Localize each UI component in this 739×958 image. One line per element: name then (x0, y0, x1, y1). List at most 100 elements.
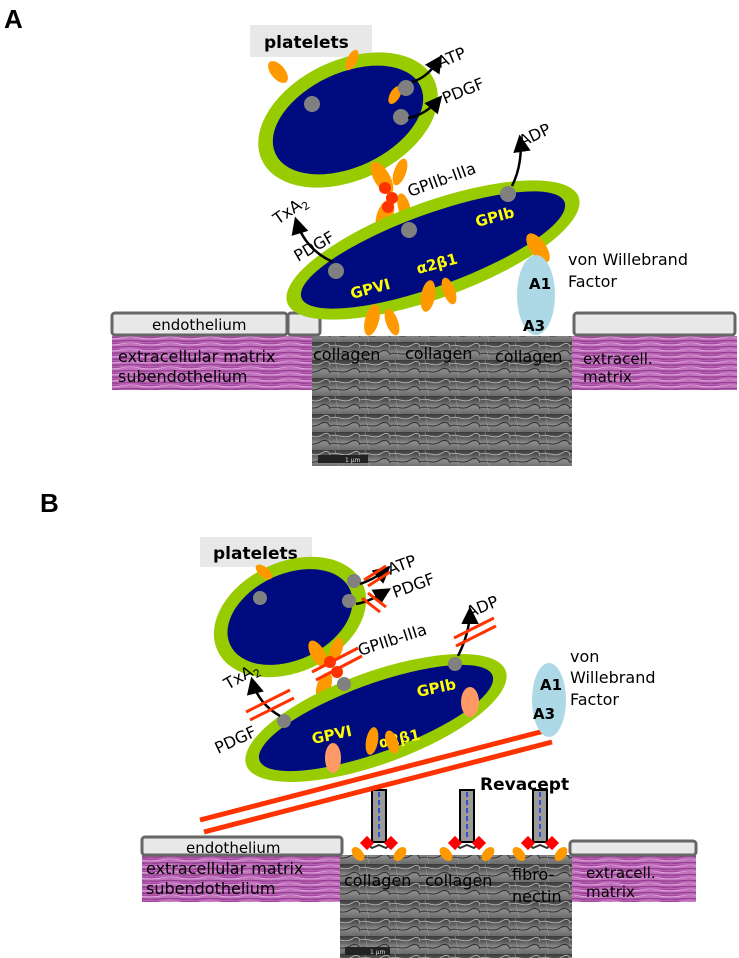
endothelium-label: endothelium (152, 316, 247, 334)
panel-b: B 1 μm endothelium extracellular matrix … (40, 488, 698, 958)
atp-arrow (411, 55, 442, 84)
revacept-block-bar (203, 739, 553, 835)
platelets-label: platelets (213, 544, 298, 564)
fibrinogen-bead (379, 182, 391, 194)
adp-arrow (510, 134, 531, 187)
a2b1-receptor (365, 727, 379, 755)
granule (500, 186, 516, 202)
revacept-molecule (351, 789, 407, 861)
collagen-label-2: collagen (405, 344, 472, 363)
atp-label: ATP (434, 43, 468, 72)
extracellular-matrix-right (572, 336, 737, 390)
collagen-label-1: collagen (344, 871, 411, 890)
receptor (345, 49, 359, 71)
vwf-a3-label: A3 (533, 705, 555, 723)
extracell-label: extracell. (586, 864, 656, 882)
subendothelium-label: subendothelium (118, 367, 247, 386)
extracellular-matrix-right (572, 855, 696, 902)
adp-label: ADP (463, 592, 501, 622)
granule (448, 657, 462, 671)
vwf-molecule (517, 255, 555, 335)
gpiib-label: GPIIb-IIIa (355, 620, 429, 660)
gpvi-receptor (384, 308, 400, 336)
gpvi-receptor (364, 304, 380, 336)
revacept-label: Revacept (480, 775, 569, 795)
receptor (388, 85, 402, 105)
panel-letter-b: B (40, 488, 59, 518)
granule (328, 263, 344, 279)
a2b1-receptor (441, 277, 457, 305)
endothelium-right (568, 839, 698, 857)
block-mark (453, 616, 495, 640)
vwf-label-line1: von (570, 647, 599, 666)
a2b1-receptor (420, 280, 436, 312)
vwf-label-line1: von Willebrand (568, 250, 688, 269)
atp-arrow (359, 565, 391, 586)
gpvi-receptor (325, 743, 341, 773)
pdgf-arrow (407, 95, 443, 120)
extracell-label: extracell. (583, 350, 653, 368)
collagen-label-1: collagen (313, 345, 380, 364)
fibrinogen-bead (382, 201, 394, 213)
endothelium-label: endothelium (186, 839, 281, 857)
granule (253, 591, 267, 605)
granule (347, 574, 361, 588)
vwf-a1-label: A1 (540, 676, 562, 694)
granule (337, 677, 351, 691)
gpib-receptor (461, 687, 479, 717)
adp-label: ADP (516, 119, 554, 150)
sem-scale-bar (318, 455, 368, 463)
granule (304, 96, 320, 112)
block-mark (361, 596, 381, 614)
receptor (268, 61, 288, 83)
block-mark (367, 570, 391, 588)
txa-arrow (291, 216, 334, 264)
gpiib-receptor (392, 158, 408, 186)
receptor (255, 564, 273, 580)
block-mark (249, 696, 295, 722)
endothelium-left (140, 835, 344, 857)
granule (401, 222, 417, 238)
block-mark (315, 654, 363, 682)
a2b1-receptor (385, 730, 399, 754)
pdgf-label-top: PDGF (439, 74, 487, 108)
platelet-bottom-body (300, 191, 566, 309)
collagen-label-2: collagen (425, 871, 492, 890)
vwf-molecule (532, 663, 566, 737)
sem-collagen-image (340, 855, 572, 958)
platelets-label-box (250, 25, 372, 57)
block-mark (311, 646, 359, 674)
gpiib-receptor (308, 640, 328, 668)
collagen-label-3: collagen (495, 347, 562, 366)
extracellular-matrix-left (142, 855, 340, 902)
block-mark (245, 688, 291, 714)
vwf-label-line2: Factor (568, 272, 617, 291)
sem-collagen-image (312, 336, 572, 466)
block-mark (367, 591, 387, 609)
revacept-molecule (439, 789, 495, 861)
vwf-a1-label: A1 (529, 275, 551, 293)
ecm-label: extracellular matrix (146, 859, 303, 878)
platelets-label: platelets (264, 33, 349, 53)
vwf-a3-label: A3 (523, 317, 545, 335)
block-mark (455, 624, 497, 648)
granule (393, 109, 409, 125)
sem-scale-label: 1 μm (345, 457, 361, 464)
vwf-label-line3: Factor (570, 690, 619, 709)
txa-label: TxA2 (269, 191, 313, 231)
ecm-label: extracellular matrix (118, 347, 275, 366)
vwf-label-line2: Willebrand (570, 668, 655, 687)
granule (277, 714, 291, 728)
fibrinogen-bead (386, 192, 398, 204)
sem-scale-label: 1 μm (370, 949, 386, 956)
revacept-molecule (512, 789, 568, 861)
endothelium-right (572, 311, 737, 337)
granule (398, 80, 414, 96)
granule (342, 594, 356, 608)
revacept-block-bar (199, 727, 549, 823)
extracellular-matrix-left (112, 336, 312, 390)
subendothelium-label: subendothelium (146, 879, 275, 898)
matrix-label: matrix (583, 368, 632, 386)
platelet-top-body (272, 65, 424, 175)
